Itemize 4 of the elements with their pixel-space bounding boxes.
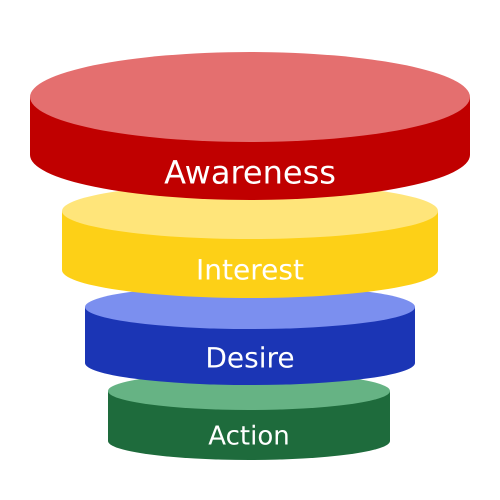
stage-label: Desire bbox=[205, 344, 295, 374]
stage-label: Interest bbox=[196, 255, 304, 286]
stage-label: Awareness bbox=[164, 155, 336, 191]
stage-label: Action bbox=[208, 422, 290, 452]
